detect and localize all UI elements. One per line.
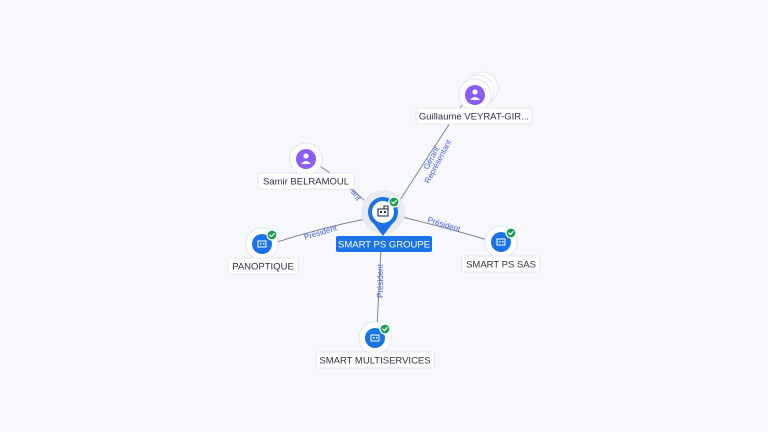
edge-label-multiservices-president: Président [376, 263, 385, 298]
edge-label-smartpssas-president: Président [426, 215, 462, 234]
building-icon [257, 240, 267, 248]
person-icon [470, 89, 480, 100]
edge-label-panoptique-president: Président [303, 223, 339, 242]
check-badge-icon [266, 229, 278, 241]
building-icon [496, 238, 506, 246]
node-samir[interactable]: Samir BELRAMOUL [257, 142, 355, 190]
node-guillaume[interactable]: Guillaume VEYRAT-GIR... [415, 71, 533, 125]
building-icon [377, 205, 389, 217]
building-icon [370, 334, 380, 342]
node-center[interactable]: SMART PS GROUPE [336, 190, 432, 252]
check-badge-icon [388, 196, 400, 208]
node-label-center: SMART PS GROUPE [338, 240, 430, 251]
node-smartpssas[interactable]: SMART PS SAS [461, 225, 541, 273]
person-icon [301, 153, 311, 164]
check-badge-icon [379, 323, 391, 335]
edge-center-multiservices[interactable] [376, 249, 382, 328]
edge-center-panoptique[interactable] [273, 217, 371, 244]
node-label-panoptique: PANOPTIQUE [232, 262, 294, 273]
edge-center-smartpssas[interactable] [397, 215, 492, 242]
node-panoptique[interactable]: PANOPTIQUE [227, 227, 299, 275]
node-label-multiservices: SMART MULTISERVICES [319, 356, 430, 367]
node-label-guillaume: Guillaume VEYRAT-GIR... [419, 112, 529, 123]
node-label-smartpssas: SMART PS SAS [466, 260, 536, 271]
check-badge-icon [505, 227, 517, 239]
node-label-samir: Samir BELRAMOUL [263, 177, 349, 188]
node-multiservices[interactable]: SMART MULTISERVICES [315, 321, 435, 369]
